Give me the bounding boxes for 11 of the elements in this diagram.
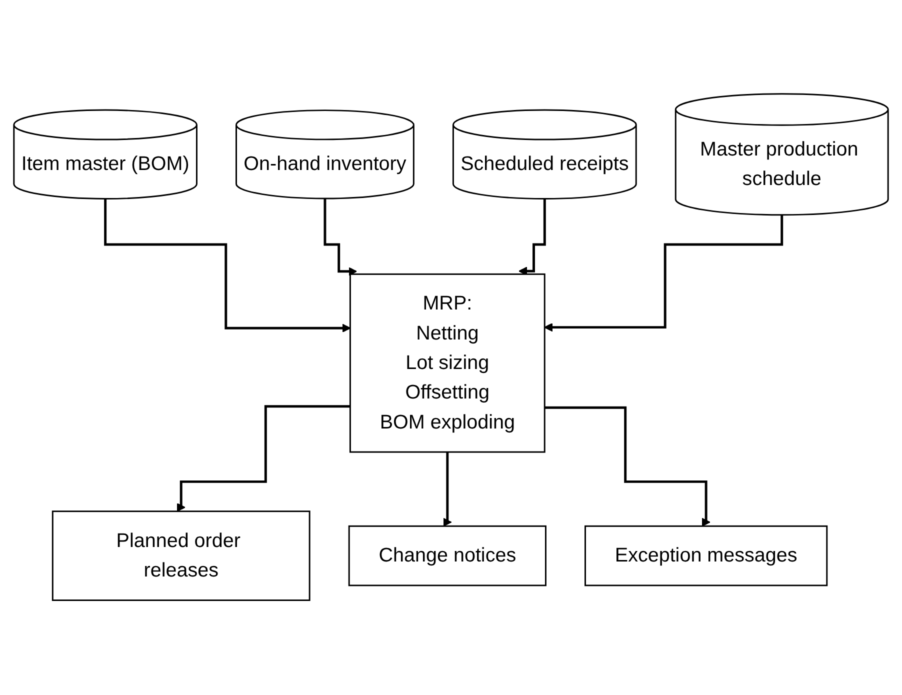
arrow (544, 214, 784, 332)
node-box: MRP: Netting Lot sizing Offsetting BOM exploding (349, 274, 546, 454)
arrow (518, 198, 546, 276)
node-box: Change notices (348, 526, 546, 587)
arrow (176, 406, 350, 512)
arrow (544, 406, 710, 527)
node-box: Exception messages (584, 526, 828, 587)
arrow (443, 451, 452, 527)
arrow (104, 198, 351, 333)
arrow (324, 198, 358, 276)
node-box: Planned order releases (52, 511, 310, 602)
